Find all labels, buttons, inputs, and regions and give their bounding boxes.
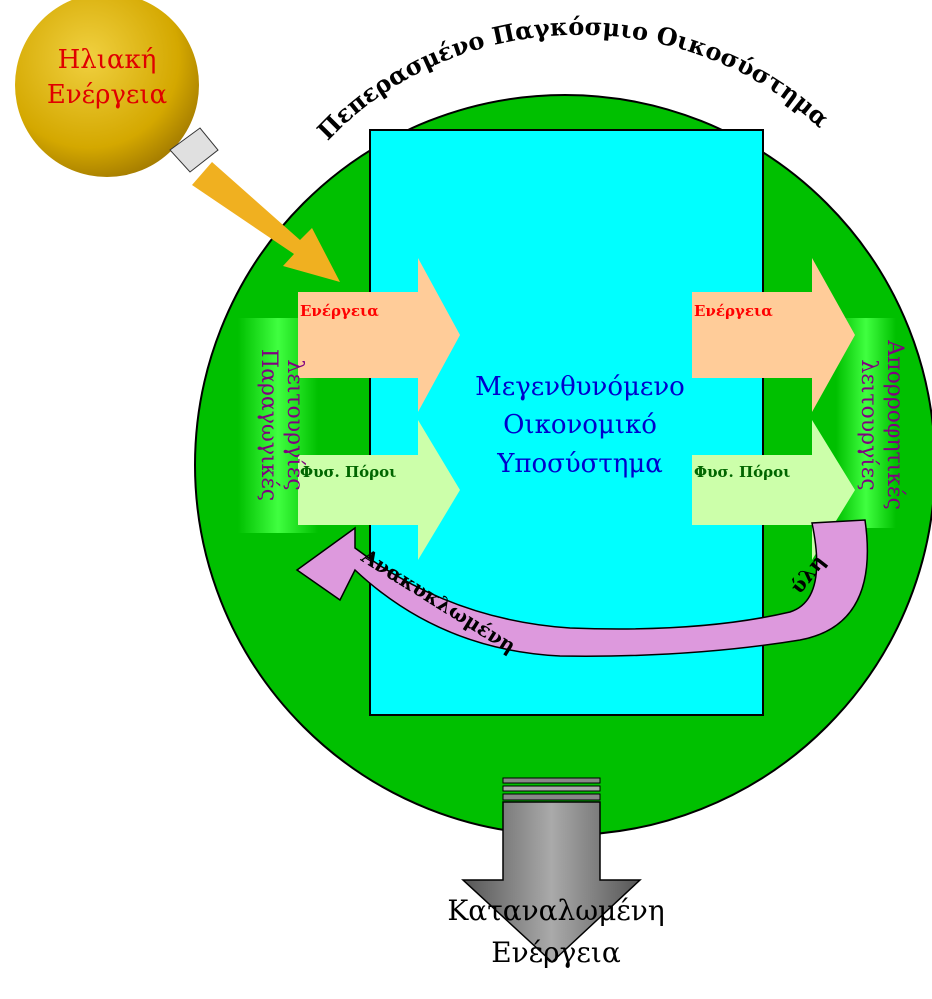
output-label-line1: Καταναλωμένη	[447, 894, 664, 927]
left-side-label: Παραγωγικές λειτουργίες	[256, 349, 307, 501]
sun-label-line2: Ενέργεια	[47, 80, 167, 110]
output-arrow	[461, 777, 642, 964]
sun-arrow	[192, 162, 340, 282]
left-energy-arrow	[298, 258, 460, 412]
sun-label-line1: Ηλιακή	[58, 45, 157, 75]
economy-label-line2: Οικονομικό	[503, 410, 657, 440]
right-side-label-line1: Απορροφητικές	[882, 339, 907, 510]
right-energy-label: Ενέργεια	[694, 302, 773, 320]
output-label-line2: Ενέργεια	[491, 936, 621, 969]
left-resources-label: Φυσ. Πόροι	[300, 463, 396, 481]
left-energy-label: Ενέργεια	[300, 302, 379, 320]
left-resources-arrow	[298, 420, 460, 560]
right-side-label-line2: λειτουργίες	[856, 359, 881, 490]
right-side-label: Απορροφητικές λειτουργίες	[856, 339, 907, 510]
sun-circle	[15, 0, 199, 177]
sun-connector-body	[169, 127, 219, 173]
recycle-arrow	[295, 519, 869, 657]
left-side-label-line2: λειτουργίες	[282, 359, 307, 490]
left-side-label-line1: Παραγωγικές	[256, 349, 281, 501]
economy-label-line1: Μεγενθυνόμενο	[475, 372, 685, 402]
right-resources-label: Φυσ. Πόροι	[694, 463, 790, 481]
economy-label-line3: Υποσύστημα	[496, 449, 663, 479]
right-energy-arrow	[692, 258, 855, 412]
